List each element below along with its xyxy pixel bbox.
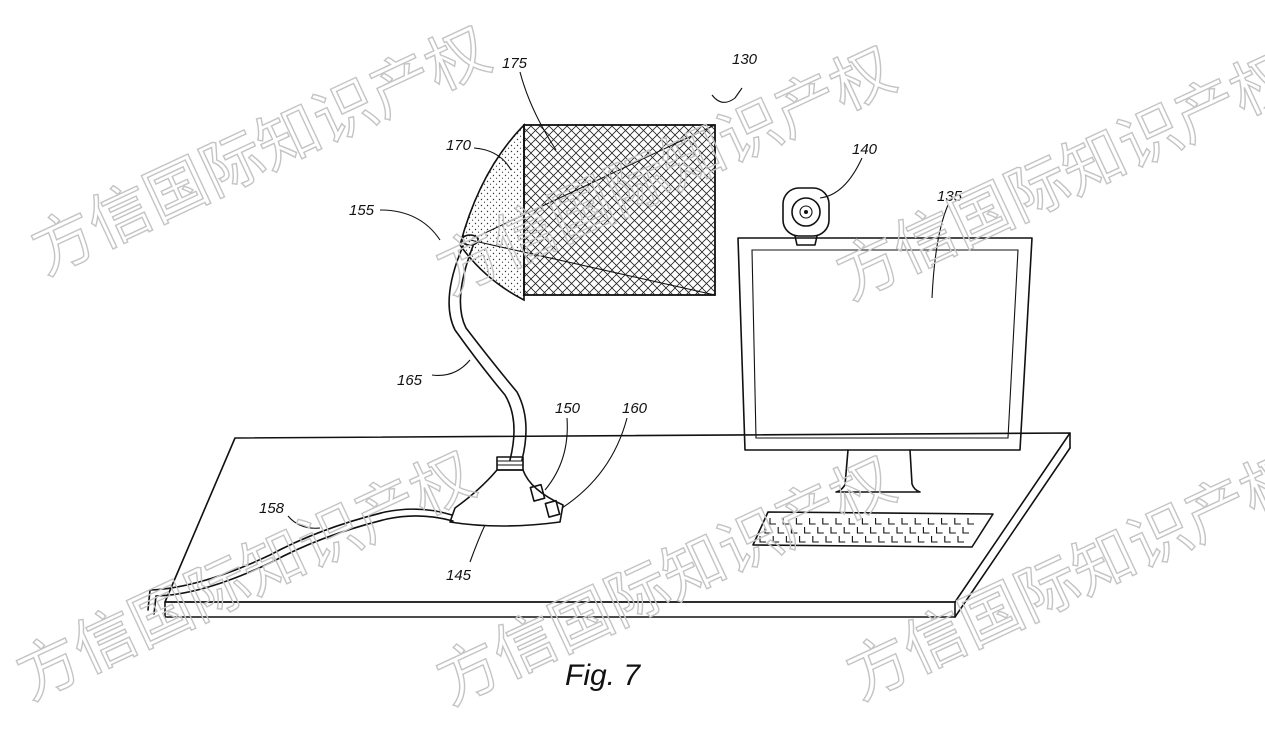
keyboard-key — [759, 536, 766, 543]
label-155: 155 — [349, 202, 375, 219]
label-135: 135 — [937, 188, 963, 205]
label-130: 130 — [732, 51, 758, 68]
keyboard-key — [888, 518, 895, 525]
svg-text:方信国际知识产权: 方信国际知识产权 — [5, 438, 485, 714]
keyboard-key — [927, 518, 935, 525]
webcam — [782, 187, 830, 246]
keyboard-key — [949, 527, 956, 534]
monitor — [737, 237, 1033, 493]
keyboard-key — [870, 527, 877, 534]
keyboard-key — [891, 536, 898, 543]
keyboard-key — [795, 518, 803, 525]
keyboard-key — [896, 527, 903, 534]
keyboard-key — [830, 527, 837, 534]
keyboard-key — [777, 527, 785, 534]
keyboard-key — [909, 527, 917, 534]
keyboard-key — [809, 518, 816, 525]
keyboard-key — [835, 518, 842, 525]
keyboard-key — [944, 536, 951, 543]
keyboard-key — [772, 536, 780, 543]
keyboard-key — [782, 518, 790, 525]
label-145: 145 — [446, 567, 472, 584]
keyboard-key — [941, 518, 948, 525]
power-cord — [147, 508, 454, 615]
keyboard-key — [825, 536, 832, 543]
keyboard-key — [901, 518, 908, 525]
keyboard-key — [922, 527, 930, 534]
keyboard-key — [917, 536, 925, 543]
keyboard-key — [865, 536, 872, 543]
svg-text:方信国际知识产权: 方信国际知识产权 — [835, 438, 1265, 714]
keyboard-key — [914, 518, 922, 525]
keyboard-key — [962, 527, 969, 534]
label-140: 140 — [852, 141, 878, 158]
keyboard-key — [904, 536, 912, 543]
figure-caption: Fig. 7 — [565, 659, 641, 692]
keyboard-key — [875, 518, 882, 525]
keyboard-key — [790, 527, 798, 534]
leader-lines — [287, 71, 949, 563]
keyboard-key — [931, 536, 938, 543]
keyboard-key — [957, 536, 964, 543]
gooseneck-arm — [448, 245, 527, 461]
keyboard-key — [822, 518, 829, 525]
keyboard-key — [936, 527, 943, 534]
label-175: 175 — [502, 55, 528, 72]
label-170: 170 — [446, 137, 472, 154]
keyboard-key — [883, 527, 890, 534]
keyboard-key — [769, 518, 776, 525]
watermark: 方信国际知识产权 方信国际知识产权 方信国际知识产权 方信国际知识产权 方信国际… — [5, 12, 1265, 719]
keyboard-key — [843, 527, 851, 534]
desk — [164, 432, 1071, 618]
keyboard-key — [812, 536, 819, 543]
keyboard-key — [799, 536, 806, 543]
keyboard — [752, 511, 994, 548]
keyboard-key — [764, 527, 771, 534]
keyboard-key — [954, 518, 961, 525]
keyboard-key — [878, 536, 885, 543]
label-150: 150 — [555, 400, 581, 417]
keyboard-key — [856, 527, 864, 534]
lamp-base — [449, 456, 564, 527]
keyboard-key — [967, 518, 974, 525]
keyboard-key — [817, 527, 824, 534]
label-160: 160 — [622, 400, 648, 417]
svg-text:方信国际知识产权: 方信国际知识产权 — [425, 443, 905, 719]
keyboard-key — [848, 518, 856, 525]
label-158: 158 — [259, 500, 285, 517]
keyboard-key — [804, 527, 811, 534]
keyboard-key — [785, 536, 793, 543]
reference-labels: 130 175 170 155 140 135 165 150 160 158 … — [259, 51, 963, 584]
keyboard-key — [861, 518, 869, 525]
lamp-head — [459, 123, 716, 302]
keyboard-key — [851, 536, 859, 543]
label-165: 165 — [397, 372, 423, 389]
keyboard-key — [838, 536, 846, 543]
